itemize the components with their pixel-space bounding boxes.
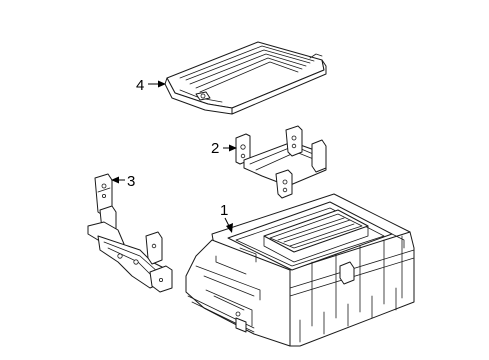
callout-3-arrow bbox=[111, 176, 119, 184]
callout-4-label: 4 bbox=[136, 77, 144, 94]
callout-1-leader bbox=[224, 217, 230, 227]
part-3-bracket bbox=[87, 173, 173, 293]
callout-1: 1 bbox=[220, 202, 233, 233]
callout-2: 2 bbox=[211, 140, 237, 157]
callout-3: 3 bbox=[111, 173, 135, 190]
callout-2-label: 2 bbox=[211, 140, 219, 157]
part-1-housing bbox=[185, 193, 415, 347]
part-2-bracket bbox=[235, 125, 327, 199]
callout-2-arrow bbox=[229, 144, 237, 152]
callout-1-arrow bbox=[226, 223, 233, 233]
callout-3-label: 3 bbox=[127, 173, 135, 190]
callout-4: 4 bbox=[136, 77, 166, 94]
callout-4-arrow bbox=[158, 80, 166, 88]
callout-1-label: 1 bbox=[220, 202, 228, 219]
part-4-cover bbox=[164, 41, 327, 115]
